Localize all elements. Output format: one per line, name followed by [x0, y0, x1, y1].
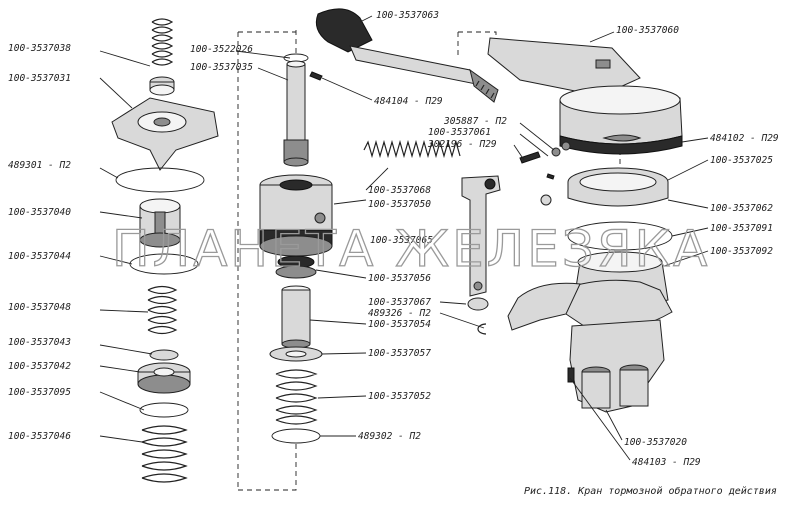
- label-302196-p29: 302196 - П29: [427, 139, 497, 150]
- label-100-3537020: 100-3537020: [624, 437, 687, 448]
- label-100-3537095: 100-3537095: [8, 387, 71, 398]
- label-100-3522026: 100-3522026: [190, 44, 253, 55]
- part-washer-043: [149, 349, 179, 361]
- part-spring-068: [363, 139, 461, 159]
- label-484102-p29: 484102 - П29: [710, 133, 779, 144]
- label-100-3537062: 100-3537062: [710, 203, 773, 214]
- label-100-3537068: 100-3537068: [368, 185, 431, 196]
- label-100-3537092: 100-3537092: [710, 246, 773, 257]
- part-spring-048: [147, 285, 178, 335]
- label-100-3537042: 100-3537042: [8, 361, 71, 372]
- label-100-3537056: 100-3537056: [368, 273, 431, 284]
- label-100-3537050: 100-3537050: [368, 199, 431, 210]
- label-484104-p29: 484104 - П29: [374, 96, 443, 107]
- label-100-3537035: 100-3537035: [190, 62, 253, 73]
- label-100-3537060: 100-3537060: [616, 25, 679, 36]
- label-305887-p2: 305887 - П2: [443, 116, 507, 127]
- label-100-3537043: 100-3537043: [8, 337, 71, 348]
- label-484103-p29: 484103 - П29: [632, 457, 701, 468]
- part-cup-056: [275, 255, 317, 279]
- part-lever-063: [315, 8, 499, 103]
- label-100-3537040: 100-3537040: [8, 207, 71, 218]
- label-489302-p2: 489302 - П2: [358, 431, 421, 442]
- part-piston-050: [259, 174, 333, 257]
- part-spring-038: [151, 18, 174, 66]
- label-100-3537067: 100-3537067: [368, 297, 431, 308]
- label-100-3537046: 100-3537046: [8, 431, 71, 442]
- figure-caption: Рис.118. Кран тормозной обратного действ…: [524, 485, 777, 497]
- part-guide-054: [281, 285, 311, 349]
- part-cover-060: [487, 37, 683, 155]
- part-washer-057: [269, 346, 323, 362]
- part-pin-035: [283, 60, 323, 167]
- part-seat-042: [137, 362, 191, 394]
- callout-labels: 100-3537038 100-3537031 489301 - П2 100-…: [8, 10, 779, 468]
- label-489301-p2: 489301 - П2: [8, 160, 71, 171]
- label-100-3537057: 100-3537057: [368, 348, 431, 359]
- part-clip-489326: [477, 323, 487, 335]
- part-valve-body-040: [139, 198, 181, 248]
- label-100-3537048: 100-3537048: [8, 302, 71, 313]
- label-100-3537031: 100-3537031: [8, 73, 71, 84]
- label-100-3537025: 100-3537025: [710, 155, 773, 166]
- label-489326-p2: 489326 - П2: [368, 308, 431, 319]
- label-100-3537044: 100-3537044: [8, 251, 71, 262]
- label-100-3537054: 100-3537054: [368, 319, 431, 330]
- label-100-3537052: 100-3537052: [368, 391, 431, 402]
- part-spring-046: [141, 425, 188, 483]
- watermark-text: ПЛАНЕТА ЖЕЛЕЗЯКА: [112, 220, 710, 278]
- part-plate-031: [111, 97, 219, 171]
- part-washer-top: [149, 76, 175, 96]
- part-snap-ring-489301: [115, 167, 205, 193]
- part-roller-067: [467, 297, 489, 311]
- label-100-3537038: 100-3537038: [8, 43, 71, 54]
- leader-lines: [99, 15, 709, 461]
- label-100-3537061: 100-3537061: [428, 127, 491, 138]
- part-spring-052: [275, 369, 318, 425]
- label-100-3537063: 100-3537063: [376, 10, 439, 21]
- part-ring-044: [129, 253, 199, 275]
- part-snap-ring-489302: [271, 428, 321, 444]
- part-ring-095: [139, 402, 189, 418]
- part-lever-arm-065: [461, 175, 501, 297]
- label-100-3537065: 100-3537065: [370, 235, 433, 246]
- part-small-fasteners: [519, 141, 571, 206]
- part-base-020: [567, 319, 665, 413]
- assembly-axes: [237, 30, 621, 491]
- part-ring-025: [567, 167, 669, 207]
- label-100-3537091: 100-3537091: [710, 223, 773, 234]
- part-plate-062: [507, 279, 673, 332]
